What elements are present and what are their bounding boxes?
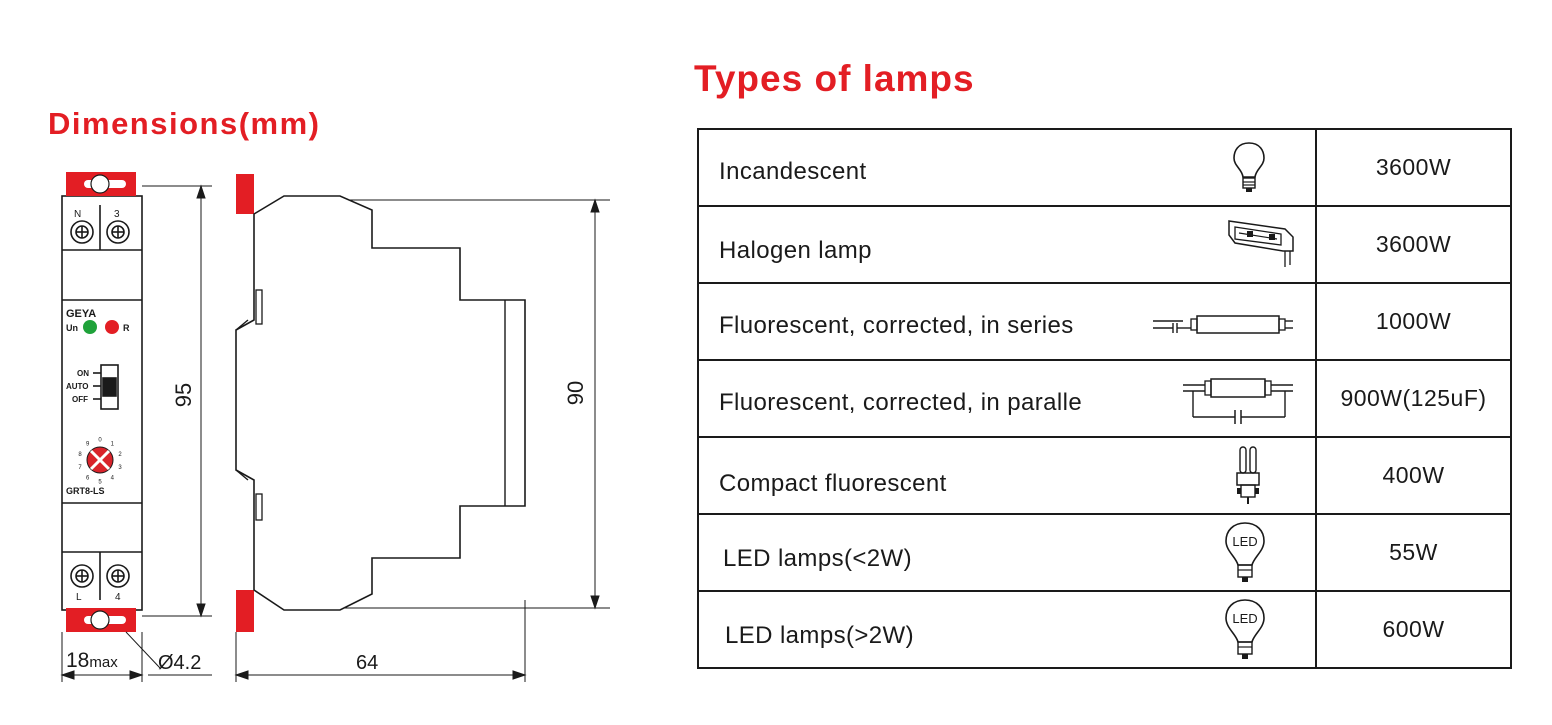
lamp-types-heading: Types of lamps <box>694 58 975 99</box>
switch-label-off: OFF <box>72 395 88 404</box>
table-row: Halogen lamp 3600W <box>697 205 1512 284</box>
terminal-screw-top-left <box>70 220 94 244</box>
table-row: Compact fluorescent 400W <box>697 436 1512 515</box>
lamp-name-cell: Fluorescent, corrected, in paralle <box>697 359 1317 438</box>
dial-number: 6 <box>86 476 90 482</box>
lamp-power-incandescent: 3600W <box>1315 128 1512 207</box>
lamp-name-cell: Incandescent <box>697 128 1317 207</box>
led-icon-text: LED <box>1232 534 1257 549</box>
relay-led-red <box>105 320 119 334</box>
height-95-label: 95 <box>171 383 196 407</box>
dial-scale: 0 12 34 5 67 89 <box>78 438 122 486</box>
lamp-power-fluorescent-series: 1000W <box>1315 282 1512 361</box>
lamp-name-fluorescent-series: Fluorescent, corrected, in series <box>719 312 1074 339</box>
dial-number: 5 <box>98 480 102 486</box>
halogen-lamp-icon <box>1228 220 1294 267</box>
table-row: Fluorescent, corrected, in series 1000W <box>697 282 1512 361</box>
lamp-power-fluorescent-parallel: 900W(125uF) <box>1315 359 1512 438</box>
lamp-power-led-over-2w: 600W <box>1315 590 1512 669</box>
table-row: LED lamps(<2W) LED 55W <box>697 513 1512 592</box>
table-row: Incandescent 3600W <box>697 128 1512 207</box>
lamp-power-halogen: 3600W <box>1315 205 1512 284</box>
hole-diameter-label: Ø4.2 <box>158 652 201 674</box>
terminal-label-4: 4 <box>115 592 121 603</box>
switch-label-on: ON <box>77 369 89 378</box>
led-icon-text: LED <box>1232 611 1257 626</box>
lamp-name-cell: LED lamps(>2W) LED <box>697 590 1317 669</box>
terminal-label-3: 3 <box>114 209 120 220</box>
lamp-name-cell: LED lamps(<2W) LED <box>697 513 1317 592</box>
led-bulb-icon: LED <box>1225 522 1265 582</box>
tube-series-icon <box>1153 315 1293 334</box>
dial-number: 4 <box>111 476 115 482</box>
width-18max-label: 18max <box>66 649 118 672</box>
lamp-power-led-under-2w: 55W <box>1315 513 1512 592</box>
dimensions-heading: Dimensions(mm) <box>48 106 321 141</box>
table-row: Fluorescent, corrected, in paralle <box>697 359 1512 438</box>
depth-64-label: 64 <box>356 652 378 674</box>
lamp-name-cell: Halogen lamp <box>697 205 1317 284</box>
model-label: GRT8-LS <box>66 486 105 496</box>
lamp-name-cell: Compact fluorescent <box>697 436 1317 515</box>
lamp-name-led-under-2w: LED lamps(<2W) <box>723 545 912 572</box>
switch-label-auto: AUTO <box>66 382 89 391</box>
lamp-name-halogen: Halogen lamp <box>719 237 872 264</box>
compact-fluorescent-icon <box>1236 446 1260 504</box>
dial-number: 8 <box>78 452 82 458</box>
dial-number: 9 <box>86 442 90 448</box>
terminal-label-l: L <box>76 592 82 603</box>
terminal-screw-bottom-right <box>106 564 130 588</box>
brand-logo: GEYA <box>66 308 96 320</box>
led-label-r: R <box>123 323 130 333</box>
terminal-screw-bottom-left <box>70 564 94 588</box>
height-90-label: 90 <box>563 381 588 405</box>
dial-number: 1 <box>111 442 115 448</box>
lamp-name-cell: Fluorescent, corrected, in series <box>697 282 1317 361</box>
power-led-green <box>83 320 97 334</box>
dial-number: 2 <box>118 452 122 458</box>
time-setting-dial: 0 12 34 5 67 89 <box>78 438 122 486</box>
terminal-screw-top-right <box>106 220 130 244</box>
bulb-icon <box>1233 142 1265 192</box>
lamp-name-compact-fluorescent: Compact fluorescent <box>719 470 947 497</box>
mounting-clip-bottom <box>66 608 136 632</box>
led-label-un: Un <box>66 323 78 333</box>
dial-number: 7 <box>78 465 82 471</box>
lamp-name-led-over-2w: LED lamps(>2W) <box>725 622 914 649</box>
dimension-drawing: N 3 L 4 GEYA Un R ON AUTO OFF 0123456789… <box>60 172 610 682</box>
lamp-types-table: Incandescent 3600W Halogen lamp <box>697 128 1512 669</box>
terminal-label-n: N <box>74 209 81 220</box>
lamp-power-compact-fluorescent: 400W <box>1315 436 1512 515</box>
lamp-name-fluorescent-parallel: Fluorescent, corrected, in paralle <box>719 389 1083 416</box>
side-view <box>235 174 526 632</box>
dial-number: 0 <box>98 438 102 444</box>
table-row: LED lamps(>2W) LED 600W <box>697 590 1512 669</box>
lamp-name-incandescent: Incandescent <box>719 158 867 185</box>
mounting-clip-top <box>66 172 136 196</box>
dial-number: 3 <box>118 465 122 471</box>
led-bulb-icon: LED <box>1225 599 1265 659</box>
front-view <box>61 195 143 611</box>
tube-parallel-icon <box>1183 378 1293 424</box>
